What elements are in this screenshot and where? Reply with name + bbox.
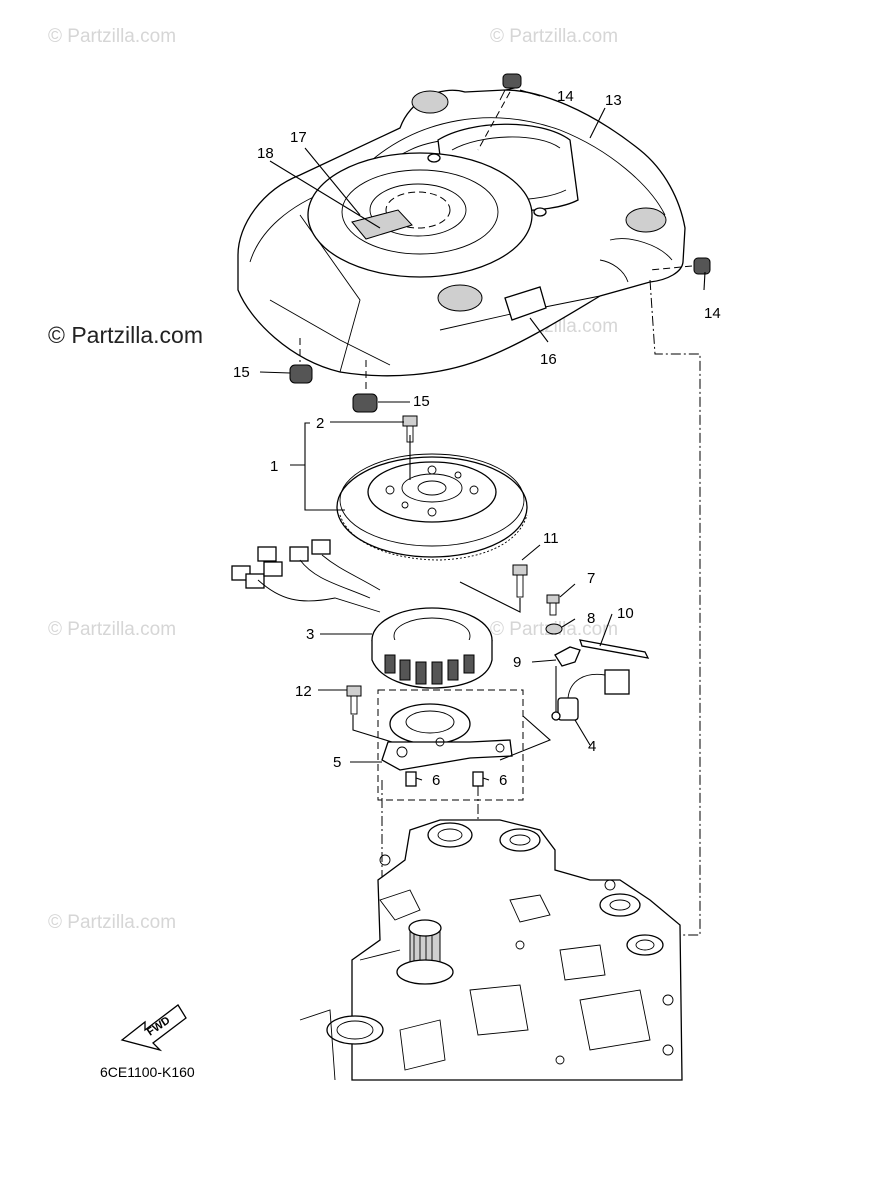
pulser-coil	[551, 666, 630, 721]
grommet-14-side	[649, 257, 711, 275]
callout-14: 14	[557, 88, 574, 105]
callout-17: 17	[290, 129, 307, 146]
callout-11: 11	[543, 530, 559, 547]
grommet-15-left	[289, 338, 313, 384]
watermark-text: © Partzilla.com	[48, 912, 176, 933]
callout-labels: 14 13 17 18 14 16 15 15 2 1 11 7 8 10 3 …	[233, 88, 721, 789]
flywheel-assembly	[336, 435, 528, 561]
callout-9: 9	[513, 654, 521, 671]
callout-10: 10	[617, 605, 634, 622]
flywheel-bolt	[402, 415, 418, 443]
stator-bracket	[381, 703, 513, 771]
callout-15: 15	[233, 364, 250, 381]
callout-8: 8	[587, 610, 595, 627]
grommet-15-center	[352, 360, 378, 413]
bracket-bolt	[346, 685, 362, 715]
dowel-pin-right	[472, 771, 484, 787]
callout-1: 1	[270, 458, 278, 475]
callout-15: 15	[413, 393, 430, 410]
assembly-group-box	[377, 689, 524, 801]
callout-12: 12	[295, 683, 312, 700]
callout-3: 3	[306, 626, 314, 643]
leader-line	[352, 715, 393, 743]
callout-16: 16	[540, 351, 557, 368]
callout-6: 6	[432, 772, 440, 789]
callout-4: 4	[588, 738, 596, 755]
cable-clip	[579, 639, 650, 659]
callout-13: 13	[605, 92, 622, 109]
forward-direction-arrow: FWD	[120, 1004, 187, 1052]
washer	[545, 623, 563, 635]
callout-2: 2	[316, 415, 324, 432]
grommet-14-top	[477, 73, 522, 151]
watermark-main: © Partzilla.com	[48, 322, 203, 348]
callout-7: 7	[587, 570, 595, 587]
stator-bolt	[459, 564, 528, 613]
callout-14: 14	[704, 305, 721, 322]
dowel-pin-left	[405, 771, 417, 787]
diagram-code: 6CE1100-K160	[100, 1064, 195, 1080]
stator-coil	[371, 607, 493, 689]
pulser-bolt	[546, 594, 560, 616]
pulser-bracket	[554, 646, 581, 667]
alignment-line	[649, 279, 701, 936]
watermark-text: © Partzilla.com	[48, 619, 176, 640]
leader-line	[499, 715, 552, 761]
wire-harness	[231, 539, 381, 613]
callout-6: 6	[499, 772, 507, 789]
callout-leaders	[259, 89, 706, 781]
callout-18: 18	[257, 145, 274, 162]
watermark-text: © Partzilla.com	[48, 26, 176, 47]
watermark-text: © Partzilla.com	[490, 26, 618, 47]
flywheel-cover	[237, 87, 686, 377]
engine-block	[299, 819, 683, 1081]
callout-5: 5	[333, 754, 341, 771]
